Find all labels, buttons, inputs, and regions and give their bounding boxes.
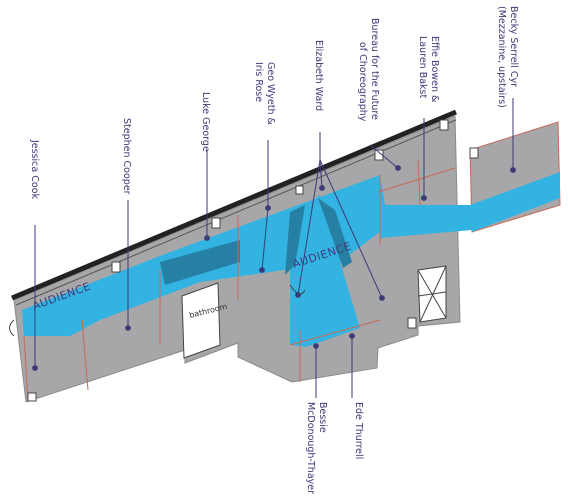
audience-shadow-3 [285,205,305,275]
label-effie-bowen: Effie Bowen & [429,36,440,103]
mezzanine-pillar [469,147,479,159]
main-building: bathroom AUDIENCE AUDIENCE [9,109,472,403]
label-elizabeth-ward: Elizabeth Ward [313,40,324,111]
label-mezzanine-upstairs: (Mezzanine, upstairs) [496,6,507,108]
audience-shadow-1 [160,240,240,285]
bridge-corridor [380,205,472,238]
label-luke-george: Luke George [200,92,211,152]
mezzanine-audience [470,172,560,232]
label-becky-serrell-cyr: Becky Serrell Cyr [508,6,519,87]
bathroom-room [181,282,221,359]
label-lauren-bakst: Lauren Bakst [417,36,428,99]
stair-box [417,265,447,323]
door-arc [9,319,15,337]
label-bessie: Bessie [317,402,328,433]
leader-lines [32,98,516,398]
label-bureau-line1: Bureau for the Future [369,18,380,120]
label-mcdonough-thayer: McDonough-Thayer [305,402,316,494]
label-group: Jessica Cook Stephen Cooper Luke George … [29,6,519,494]
label-jessica-cook: Jessica Cook [29,139,40,200]
label-geo-wyeth: Geo Wyeth & [265,62,276,125]
audience-shadow-2 [318,198,352,268]
pillars [27,119,449,402]
label-iris-rose: Iris Rose [253,62,264,102]
mezzanine [469,121,561,233]
label-ede-thurrell: Ede Thurrell [353,402,364,459]
label-bureau-line2: of Choreography [357,42,368,122]
label-stephen-cooper: Stephen Cooper [121,118,132,195]
audience-center-area [290,195,372,347]
top-wall [11,109,457,301]
room-dividers [23,159,456,401]
